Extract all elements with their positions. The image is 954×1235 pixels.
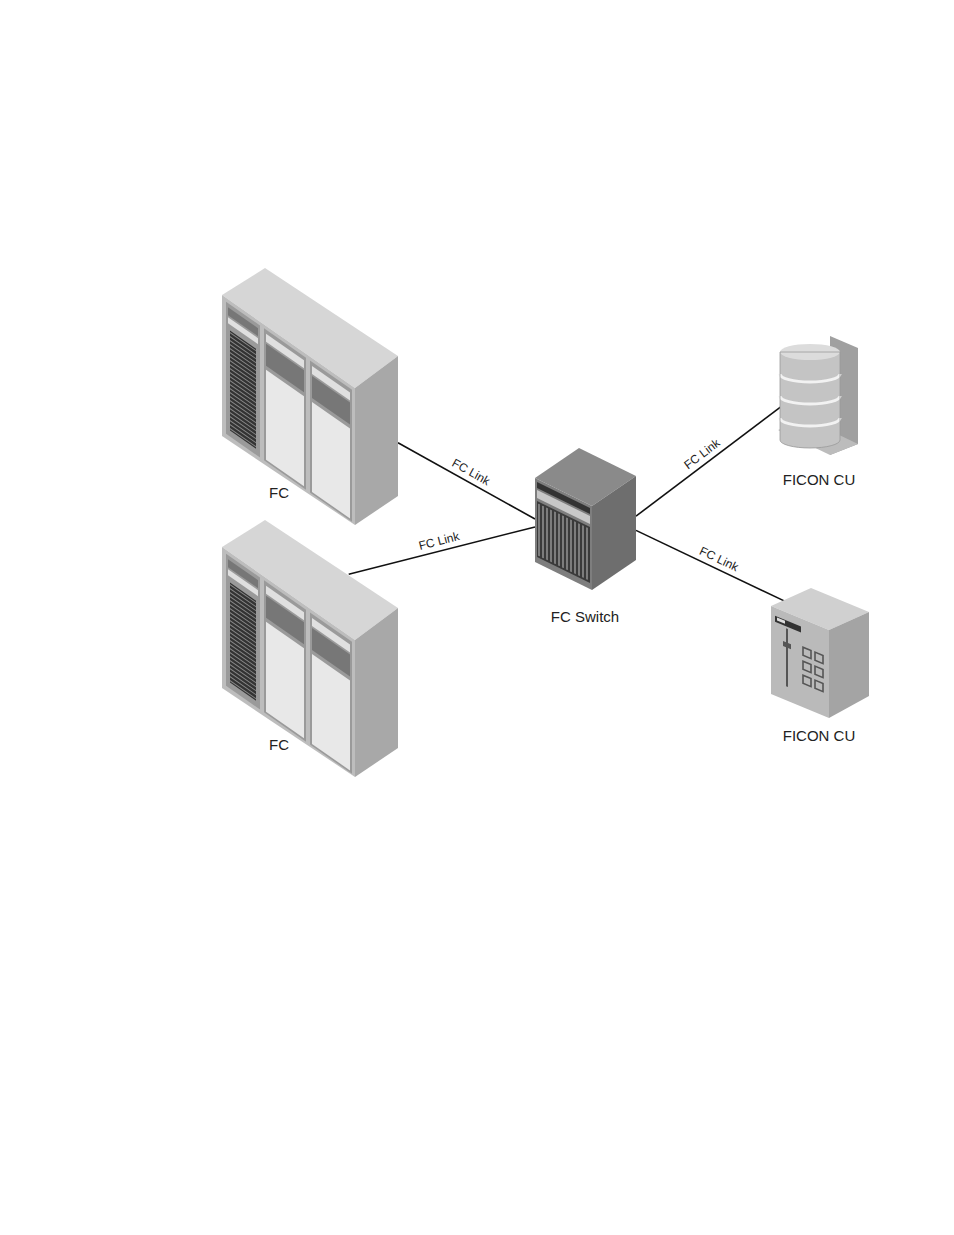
control-unit-illustration: [771, 588, 869, 718]
node-label: FICON CU: [783, 728, 856, 745]
fc-link-line: [636, 530, 793, 605]
fc-link-line: [398, 443, 535, 519]
mainframe-server: FC: [222, 520, 398, 778]
fc-switch: FC Switch: [535, 448, 636, 590]
node-label: FICON CU: [783, 472, 856, 489]
mainframe-server: FC: [222, 268, 398, 525]
fc-link-line: [349, 527, 535, 574]
node-label: FC: [269, 737, 289, 754]
disk-control-unit: FICON CU: [778, 332, 858, 455]
disk-control-unit-illustration: [778, 332, 858, 455]
fc-link-line: [636, 407, 780, 516]
node-label: FC: [269, 485, 289, 502]
mainframe-server-illustration: [222, 268, 398, 525]
fc-switch-illustration: [535, 448, 636, 590]
mainframe-server-illustration: [222, 520, 398, 778]
control-unit: FICON CU: [771, 588, 869, 718]
link-label: FC Link: [416, 529, 463, 554]
node-label: FC Switch: [551, 609, 619, 626]
